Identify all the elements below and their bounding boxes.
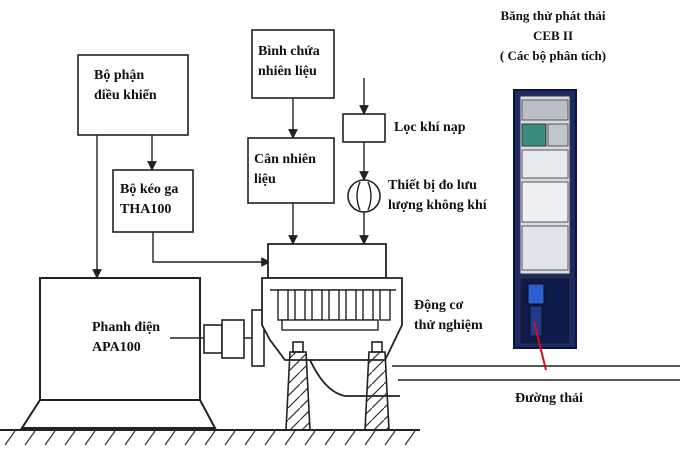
engine-label: Động cơ thử nghiệm	[414, 298, 483, 333]
fuel-scale-box	[247, 137, 335, 204]
analyzer-title: Băng thử phát thải CEB II ( Các bộ phân …	[499, 8, 607, 63]
throttle-actuator-label: Bộ kéo ga THA100	[120, 182, 179, 217]
dynamometer-box	[39, 277, 201, 401]
dyno-base	[20, 399, 217, 429]
connectors	[92, 78, 369, 279]
fuel-tank-label: Bình chứa nhiên liệu	[258, 44, 320, 79]
engine-mounts	[285, 341, 390, 431]
air-filter-box	[342, 113, 386, 143]
throttle-actuator-box	[112, 169, 194, 233]
air-flow-meter-label: Thiết bị đo lưu lượng không khí	[388, 178, 487, 213]
fuel-scale-label: Cân nhiên liệu	[254, 152, 316, 187]
air-filter-label: Lọc khí nạp	[394, 120, 466, 135]
air-flow-meter-icon	[347, 179, 381, 213]
control-unit-label: Bộ phận điều khiển	[94, 68, 157, 103]
fuel-tank-box	[251, 29, 335, 99]
dynamometer-label: Phanh điện APA100	[92, 320, 161, 355]
drive-shaft	[170, 309, 265, 367]
exhaust-pipe	[392, 365, 680, 381]
engine-drawing	[261, 243, 403, 397]
ground	[0, 429, 420, 446]
control-unit-box	[77, 54, 189, 136]
analyzer-cabinet	[513, 89, 577, 349]
exhaust-label: Đường thải	[515, 391, 583, 406]
exhaust-sample-line	[533, 321, 547, 371]
